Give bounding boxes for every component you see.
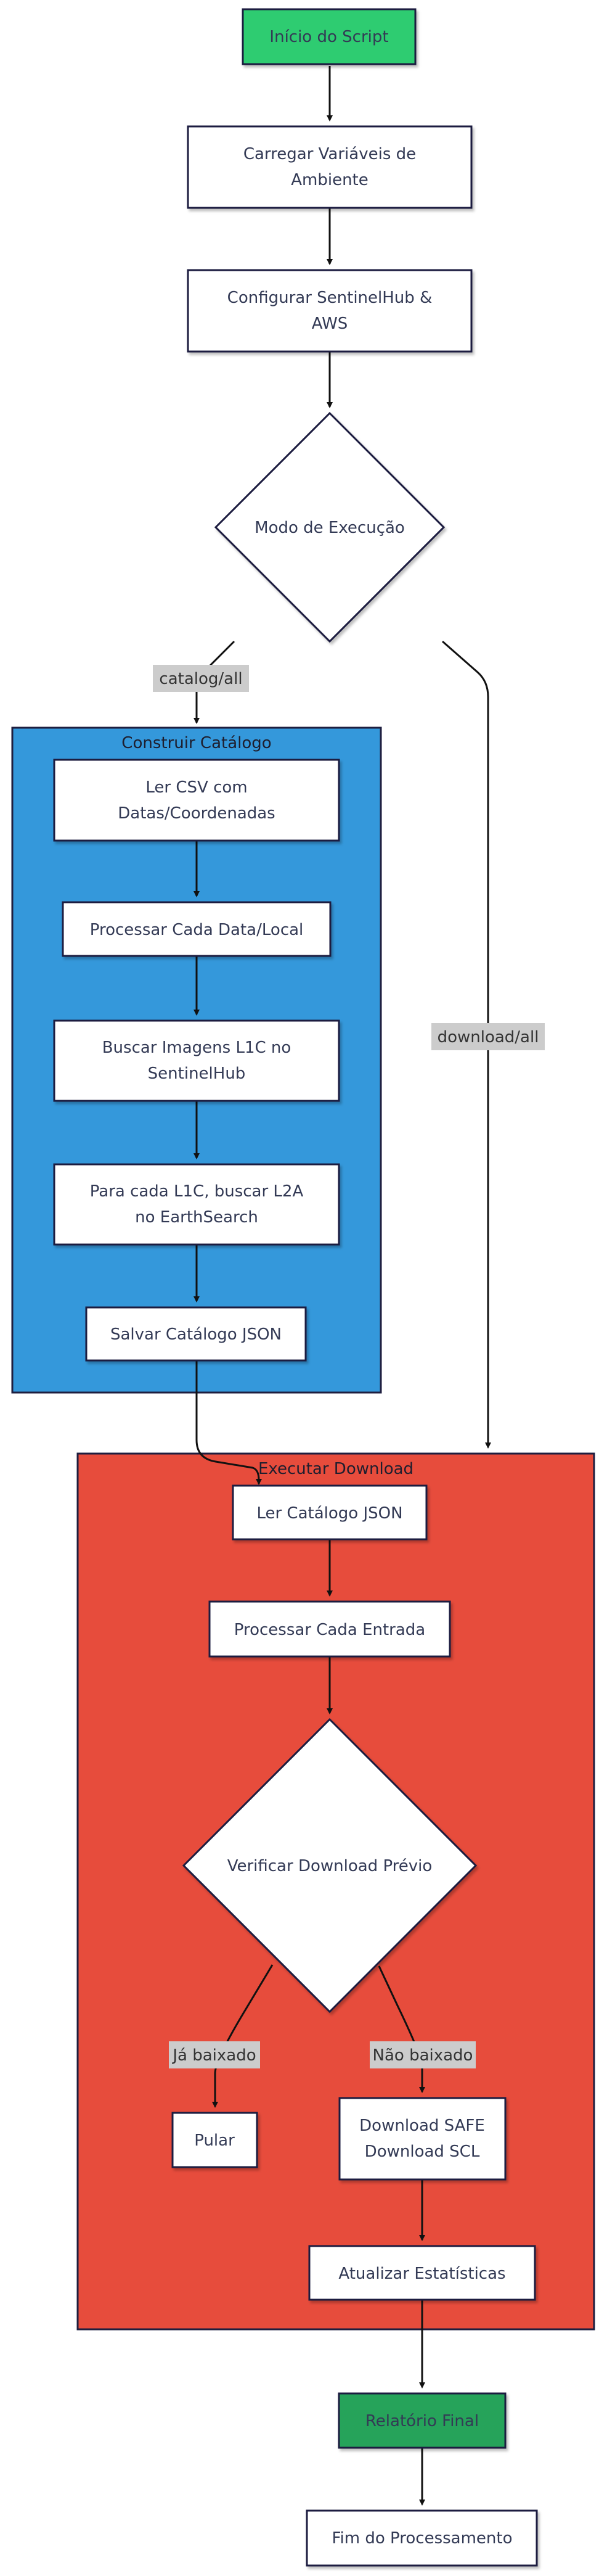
node-relatorio-final: [338, 2392, 507, 2449]
edge-label-bg-ja-baixado: [169, 2041, 260, 2068]
edge-label-bg-nao-baixado: [370, 2041, 476, 2068]
node-modo-de-execucao: [214, 411, 446, 643]
node-salvar-catalogo: [85, 1306, 307, 1362]
node-configurar-sentinelhub: [187, 269, 473, 353]
edge-mode-to-download: [442, 640, 491, 1449]
label-configurar-2: AWS: [312, 315, 348, 333]
node-fim-do-processamento: [306, 2509, 538, 2567]
label-buscar-l2a-2: no EarthSearch: [135, 1208, 258, 1227]
edge-label-download-all: download/all: [438, 1028, 539, 1047]
label-relatorio-final: Relatório Final: [365, 2412, 479, 2430]
label-download-2: Download SCL: [365, 2142, 480, 2161]
node-carregar-variaveis: [187, 125, 473, 209]
edge-label-bg-download-all: [431, 1023, 545, 1050]
label-fim-do-processamento: Fim do Processamento: [332, 2529, 512, 2548]
cluster-executar-download-title: Executar Download: [258, 1460, 413, 1478]
node-buscar-imagens-l1c: [53, 1019, 340, 1102]
label-buscar-l1c-1: Buscar Imagens L1C no: [102, 1039, 291, 1057]
label-pular: Pular: [194, 2131, 235, 2150]
label-inicio-do-script: Início do Script: [269, 28, 388, 46]
edge-label-ja-baixado: Já baixado: [171, 2046, 256, 2065]
edge-label-bg-catalog-all: [153, 665, 249, 692]
node-pular: [171, 2112, 258, 2168]
label-download-1: Download SAFE: [359, 2117, 485, 2135]
label-buscar-l1c-2: SentinelHub: [148, 1064, 246, 1083]
node-processar-cada-data: [62, 901, 332, 957]
label-salvar-catalogo: Salvar Catálogo JSON: [110, 1325, 282, 1344]
label-processar-cada-data: Processar Cada Data/Local: [90, 921, 304, 939]
edge-save-to-read-catalog: [195, 1360, 262, 1485]
label-carregar-variaveis-1: Carregar Variáveis de: [243, 145, 416, 163]
label-verificar-download: Verificar Download Prévio: [227, 1857, 433, 1875]
label-ler-catalogo: Ler Catálogo JSON: [256, 1504, 402, 1523]
label-modo-de-execucao: Modo de Execução: [255, 519, 405, 537]
label-configurar-1: Configurar SentinelHub &: [227, 289, 433, 307]
node-processar-cada-entrada: [208, 1600, 451, 1658]
label-carregar-variaveis-2: Ambiente: [291, 171, 369, 189]
label-processar-cada-entrada: Processar Cada Entrada: [234, 1621, 425, 1639]
edge-label-nao-baixado: Não baixado: [373, 2046, 473, 2065]
cluster-construir-catalogo-title: Construir Catálogo: [121, 734, 271, 752]
node-atualizar-estatisticas: [308, 2245, 536, 2301]
node-ler-csv: [53, 759, 340, 842]
label-ler-csv-2: Datas/Coordenadas: [118, 804, 275, 823]
node-verificar-download: [182, 1718, 478, 2014]
node-buscar-l2a: [53, 1163, 340, 1246]
node-ler-catalogo: [232, 1484, 428, 1541]
node-inicio-do-script: [242, 8, 417, 65]
label-atualizar-estatisticas: Atualizar Estatísticas: [338, 2265, 505, 2283]
label-buscar-l2a-1: Para cada L1C, buscar L2A: [90, 1182, 304, 1201]
node-download-safe-scl: [338, 2097, 507, 2181]
label-ler-csv-1: Ler CSV com: [145, 778, 247, 797]
edge-label-catalog-all: catalog/all: [159, 670, 242, 688]
